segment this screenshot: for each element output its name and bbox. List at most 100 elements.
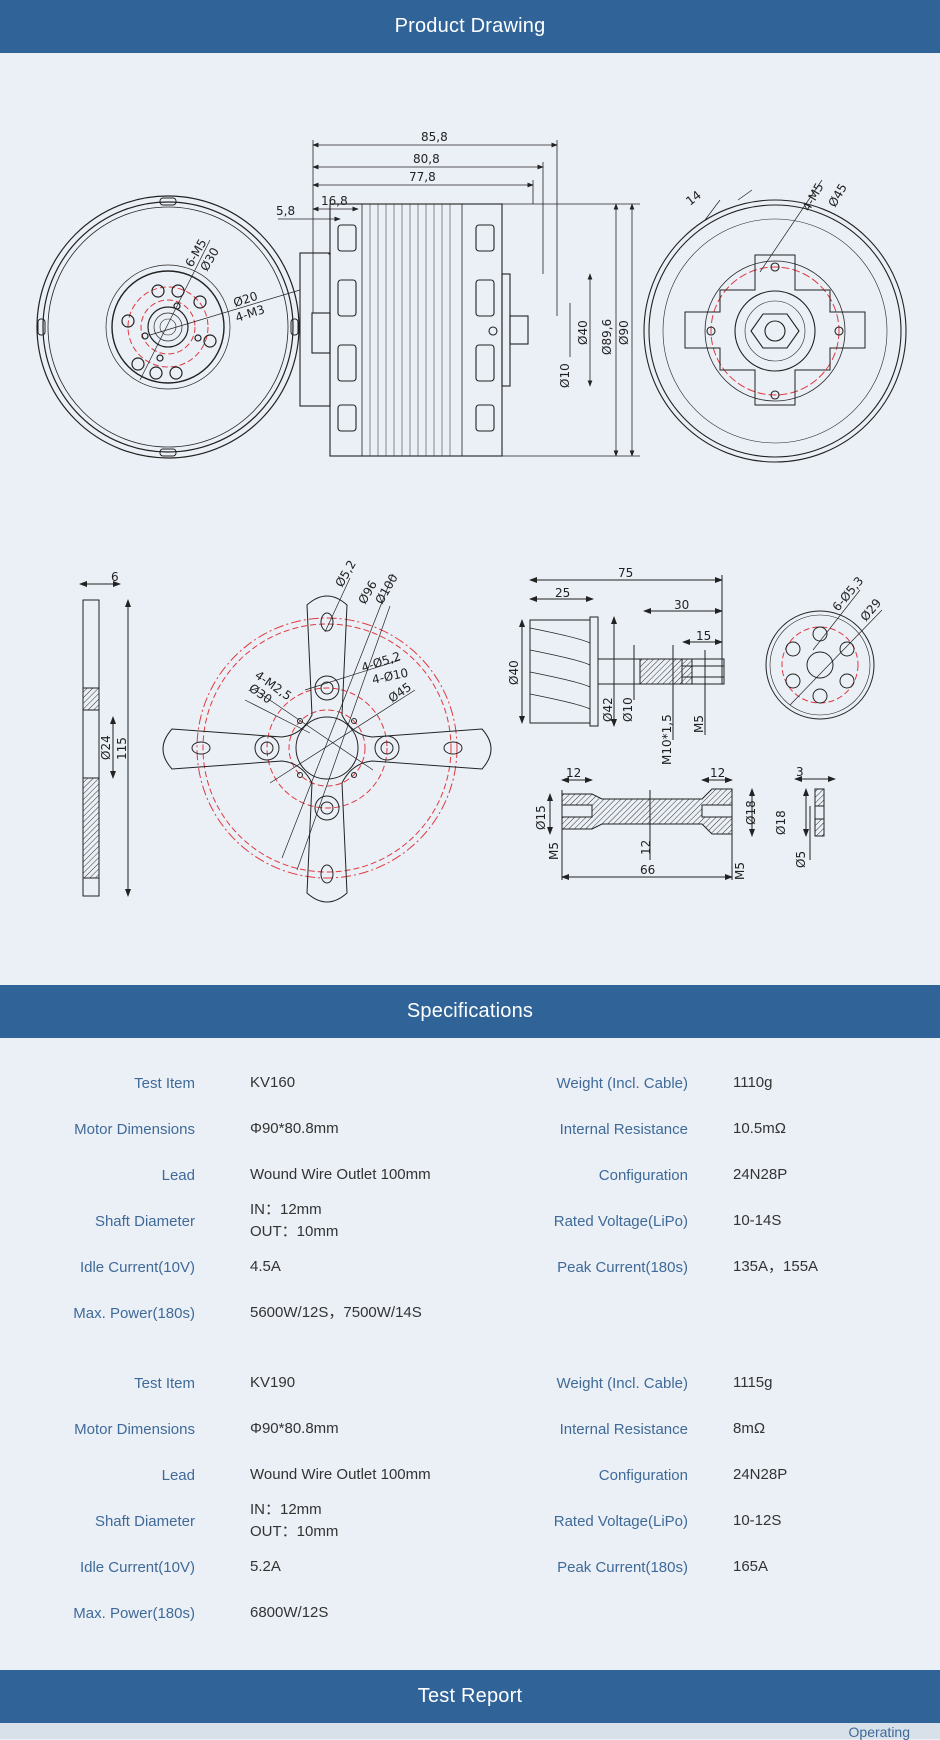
svg-text:Ø18: Ø18 bbox=[744, 800, 758, 825]
svg-text:M5: M5 bbox=[692, 715, 706, 733]
svg-text:Ø40: Ø40 bbox=[507, 660, 521, 685]
svg-text:Ø40: Ø40 bbox=[576, 320, 590, 345]
specifications-header: Specifications bbox=[0, 985, 940, 1038]
svg-text:Ø5: Ø5 bbox=[794, 851, 808, 868]
spec-row: Shaft Diameter IN：12mm OUT：10mm Rated Vo… bbox=[0, 1198, 940, 1244]
spec-label: Configuration bbox=[598, 1466, 688, 1484]
spec-value-multiline: IN：12mm OUT：10mm bbox=[195, 1499, 495, 1543]
spec-label: Lead bbox=[161, 1466, 195, 1484]
prop-adapter-view bbox=[519, 575, 725, 740]
spec-label: Peak Current(180s) bbox=[557, 1258, 688, 1276]
spec-label: Weight (Incl. Cable) bbox=[556, 1374, 688, 1392]
spec-label: Idle Current(10V) bbox=[79, 1258, 195, 1276]
spec-row: Max. Power(180s) 6800W/12S bbox=[0, 1590, 940, 1636]
svg-text:85,8: 85,8 bbox=[421, 130, 448, 144]
side-view bbox=[299, 203, 529, 457]
test-report-header: Test Report bbox=[0, 1670, 940, 1723]
spec-row: Idle Current(10V) 4.5A Peak Current(180s… bbox=[0, 1244, 940, 1290]
svg-text:16,8: 16,8 bbox=[321, 194, 348, 208]
spec-label: Idle Current(10V) bbox=[79, 1558, 195, 1576]
svg-text:66: 66 bbox=[640, 863, 655, 877]
spec-row: Motor Dimensions Φ90*80.8mm Internal Res… bbox=[0, 1106, 940, 1152]
svg-text:6: 6 bbox=[111, 570, 119, 584]
spec-row: Test Item KV190 Weight (Incl. Cable) 111… bbox=[0, 1360, 940, 1406]
svg-text:Ø45: Ø45 bbox=[386, 680, 414, 706]
product-drawing-area: 6-M5 Ø30 Ø20 4-M3 bbox=[0, 53, 940, 985]
spec-value: 5600W/12S，7500W/14S bbox=[250, 1304, 422, 1321]
spec-label: Lead bbox=[161, 1166, 195, 1184]
svg-text:25: 25 bbox=[555, 586, 570, 600]
svg-text:80,8: 80,8 bbox=[413, 152, 440, 166]
spec-value: KV190 bbox=[250, 1374, 296, 1391]
side-dimensions bbox=[278, 140, 640, 457]
svg-text:75: 75 bbox=[618, 566, 633, 580]
spec-label: Motor Dimensions bbox=[74, 1120, 195, 1138]
svg-text:115: 115 bbox=[115, 737, 129, 760]
front-view bbox=[36, 195, 301, 459]
spec-row: Test Item KV160 Weight (Incl. Cable) 111… bbox=[0, 1060, 940, 1106]
spec-value: 135A，155A bbox=[733, 1258, 819, 1275]
spec-value: 4.5A bbox=[250, 1258, 281, 1275]
spec-label: Configuration bbox=[598, 1166, 688, 1184]
specifications-table: Test Item KV160 Weight (Incl. Cable) 111… bbox=[0, 1038, 940, 1670]
svg-text:77,8: 77,8 bbox=[409, 170, 436, 184]
shaft-view bbox=[547, 777, 755, 880]
spec-label: Rated Voltage(LiPo) bbox=[553, 1512, 688, 1530]
spec-row: Shaft Diameter IN：12mm OUT：10mm Rated Vo… bbox=[0, 1498, 940, 1544]
adapter-face-view bbox=[765, 589, 883, 720]
svg-text:Ø15: Ø15 bbox=[534, 805, 548, 830]
svg-text:3: 3 bbox=[796, 765, 804, 779]
svg-text:Ø90: Ø90 bbox=[617, 320, 631, 345]
svg-text:Ø18: Ø18 bbox=[774, 810, 788, 835]
spec-value: 5.2A bbox=[250, 1558, 281, 1575]
svg-text:Ø10: Ø10 bbox=[621, 697, 635, 722]
svg-text:Ø89,6: Ø89,6 bbox=[600, 319, 614, 355]
technical-drawing: 6-M5 Ø30 Ø20 4-M3 bbox=[36, 130, 907, 903]
svg-text:15: 15 bbox=[696, 629, 711, 643]
svg-text:M5: M5 bbox=[547, 842, 561, 860]
svg-text:30: 30 bbox=[674, 598, 689, 612]
spec-label: Internal Resistance bbox=[559, 1120, 688, 1138]
svg-text:M10*1,5: M10*1,5 bbox=[660, 714, 674, 765]
svg-text:12: 12 bbox=[566, 766, 581, 780]
spec-label: Shaft Diameter bbox=[94, 1212, 195, 1230]
spec-label: Motor Dimensions bbox=[74, 1420, 195, 1438]
washer-view bbox=[794, 776, 836, 860]
product-drawing-header: Product Drawing bbox=[0, 0, 940, 53]
column-header-operating: Operating bbox=[848, 1724, 910, 1740]
svg-text:Ø24: Ø24 bbox=[99, 735, 113, 760]
svg-text:12: 12 bbox=[639, 840, 653, 855]
spec-value: 10-14S bbox=[733, 1212, 782, 1229]
spec-label: Internal Resistance bbox=[559, 1420, 688, 1438]
spec-label: Rated Voltage(LiPo) bbox=[553, 1212, 688, 1230]
spec-value: 24N28P bbox=[733, 1166, 788, 1183]
test-report-title: Test Report bbox=[417, 1685, 523, 1707]
spec-value: 1115g bbox=[733, 1374, 773, 1391]
spec-label: Max. Power(180s) bbox=[73, 1604, 195, 1622]
spec-row: Max. Power(180s) 5600W/12S，7500W/14S bbox=[0, 1290, 940, 1336]
spec-value: 1110g bbox=[733, 1074, 773, 1091]
svg-text:Ø42: Ø42 bbox=[601, 697, 615, 722]
svg-text:12: 12 bbox=[710, 766, 725, 780]
shaft-in: IN：12mm bbox=[250, 1501, 322, 1518]
spec-value: KV160 bbox=[250, 1074, 296, 1091]
svg-text:Ø45: Ø45 bbox=[825, 181, 849, 209]
spec-label: Shaft Diameter bbox=[94, 1512, 195, 1530]
svg-text:6-Ø5,3: 6-Ø5,3 bbox=[830, 574, 867, 614]
spec-row: Idle Current(10V) 5.2A Peak Current(180s… bbox=[0, 1544, 940, 1590]
spec-value: 10.5mΩ bbox=[733, 1120, 786, 1137]
svg-text:14: 14 bbox=[683, 188, 704, 208]
specifications-title: Specifications bbox=[406, 1000, 534, 1022]
spec-group-kv160: Test Item KV160 Weight (Incl. Cable) 111… bbox=[0, 1060, 940, 1336]
svg-text:Ø5,2: Ø5,2 bbox=[332, 558, 358, 590]
spec-label: Test Item bbox=[134, 1374, 195, 1392]
spec-value: 24N28P bbox=[733, 1466, 788, 1483]
spec-row: Lead Wound Wire Outlet 100mm Configurati… bbox=[0, 1152, 940, 1198]
rear-view bbox=[643, 179, 907, 463]
product-drawing-title: Product Drawing bbox=[394, 15, 546, 37]
mount-side-view bbox=[79, 581, 131, 897]
spec-value: 8mΩ bbox=[733, 1420, 766, 1437]
spec-row: Motor Dimensions Φ90*80.8mm Internal Res… bbox=[0, 1406, 940, 1452]
spec-value: 10-12S bbox=[733, 1512, 782, 1529]
spec-label: Test Item bbox=[134, 1074, 195, 1092]
